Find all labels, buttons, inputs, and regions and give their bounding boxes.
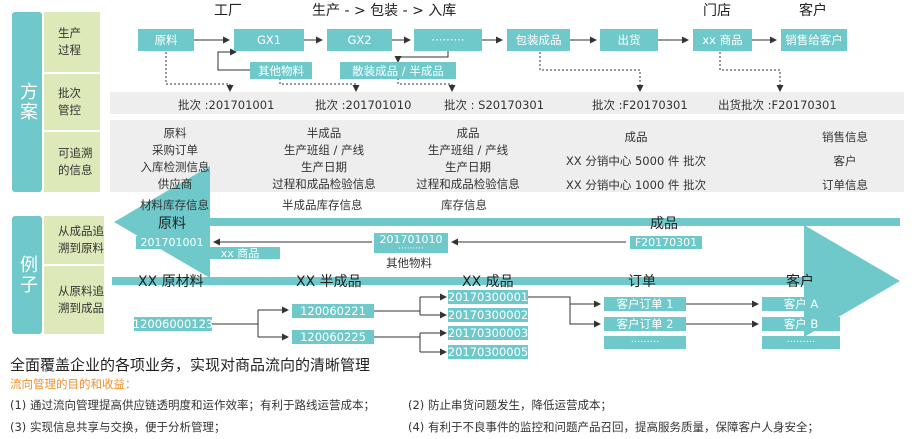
fwd-product-batch: 20170300003 (447, 326, 529, 340)
flow-bulk: 散装成品 / 半成品 (340, 62, 456, 79)
batch-label: 批次 :201701010 (315, 98, 412, 112)
trace-band (110, 120, 904, 192)
row-label-production: 生产 过程 (44, 12, 100, 72)
trace-info-semi: 半成品生产班组 / 产线生产日期过程和成品检验信息 (272, 126, 376, 191)
header-customer: 客户 (799, 3, 827, 19)
fwd-order-more: ········· (604, 336, 686, 349)
summary-point: (1) 通过流向管理提高供应链透明度和运作效率；有利于路线运营成本； (10, 398, 375, 412)
fwd-semi-batch: 120060225 (292, 330, 374, 344)
fwd-header-order: 订单 (628, 274, 656, 290)
inventory-semi: 半成品库存信息 (282, 198, 363, 212)
fwd-customer-more: ········· (762, 336, 840, 349)
flow-other-materials: 其他物料 (250, 62, 312, 79)
summary-title: 全面覆盖企业的各项业务，实现对商品流向的清晰管理 (10, 356, 371, 374)
example-dots: ········· (374, 244, 448, 254)
fwd-header-semi: XX 半成品 (296, 274, 362, 290)
row-label-trace: 可追溯 的信息 (44, 132, 100, 192)
row-label-from-product: 从成品追 溯到原料 (44, 216, 104, 264)
trace-info-sales: 销售信息客户订单信息 (822, 130, 868, 192)
summary-point: (3) 实现信息共享与交换，便于分析管理； (10, 420, 226, 434)
batch-label: 批次 : S20170301 (444, 98, 545, 112)
flow-raw: 原料 (138, 29, 194, 51)
example-raw-header: 原料 (158, 216, 186, 232)
fwd-header-customer: 客户 (786, 274, 814, 290)
flow-ship: 出货 (600, 29, 658, 51)
fwd-header-raw: XX 原材料 (138, 274, 204, 290)
section-example-label: 例子 (12, 216, 42, 334)
batch-band (110, 92, 904, 114)
fwd-customer: 客户 A (762, 297, 840, 311)
example-batch-201701010: 201701010 (374, 233, 448, 246)
inventory-product: 库存信息 (441, 198, 487, 212)
fwd-customer: 客户 B (762, 317, 840, 331)
header-factory: 工厂 (214, 3, 242, 19)
summary-point: (4) 有利于不良事件的监控和问题产品召回，提高服务质量，保障客户人身安全； (408, 420, 819, 434)
flow-gx2: GX2 (327, 29, 392, 51)
fwd-header-product: XX 成品 (462, 274, 514, 290)
fwd-product-batch: 20170300001 (447, 290, 529, 304)
flow-gx1: GX1 (234, 29, 304, 51)
fwd-order: 客户订单 1 (604, 297, 686, 311)
flow-sell: 销售给客户 (781, 29, 847, 51)
example-other-materials: 其他物料 (386, 256, 432, 270)
header-store: 门店 (703, 3, 731, 19)
batch-label: 批次 :201701001 (178, 98, 275, 112)
row-label-batch: 批次 管控 (44, 74, 100, 130)
fwd-order: 客户订单 2 (604, 317, 686, 331)
flow-xx-goods: xx 商品 (693, 29, 752, 51)
batch-label: 批次 :F20170301 (592, 98, 688, 112)
fwd-semi-batch: 120060221 (292, 304, 374, 318)
header-process: 生产 - > 包装 - > 入库 (312, 3, 457, 19)
summary-point: (2) 防止串货问题发生，降低运营成本； (408, 398, 612, 412)
fwd-product-batch: 20170300005 (447, 345, 529, 359)
fwd-raw-batch: 12006000123 (132, 317, 214, 331)
trace-info-raw: 原料采购订单入库检测信息供应商 (140, 126, 210, 191)
fwd-product-batch: 20170300002 (447, 308, 529, 322)
row-label-from-material: 从原料追 溯到成品 (44, 266, 104, 334)
example-xx-goods: xx 商品 (200, 247, 280, 260)
summary-subtitle: 流向管理的目的和收益： (10, 377, 137, 391)
section-plan-label: 方案 (12, 12, 42, 192)
batch-label: 出货批次 :F20170301 (718, 98, 837, 112)
example-batch-201701001: 201701001 (136, 236, 208, 249)
flow-dots: ········· (414, 29, 482, 51)
example-product-header: 成品 (650, 216, 678, 232)
inventory-raw: 材料库存信息 (140, 198, 209, 212)
trace-info-product: 成品生产班组 / 产线生产日期过程和成品检验信息 (416, 126, 520, 191)
flow-pack: 包装成品 (507, 29, 570, 51)
example-batch-F20170301: F20170301 (630, 236, 702, 249)
